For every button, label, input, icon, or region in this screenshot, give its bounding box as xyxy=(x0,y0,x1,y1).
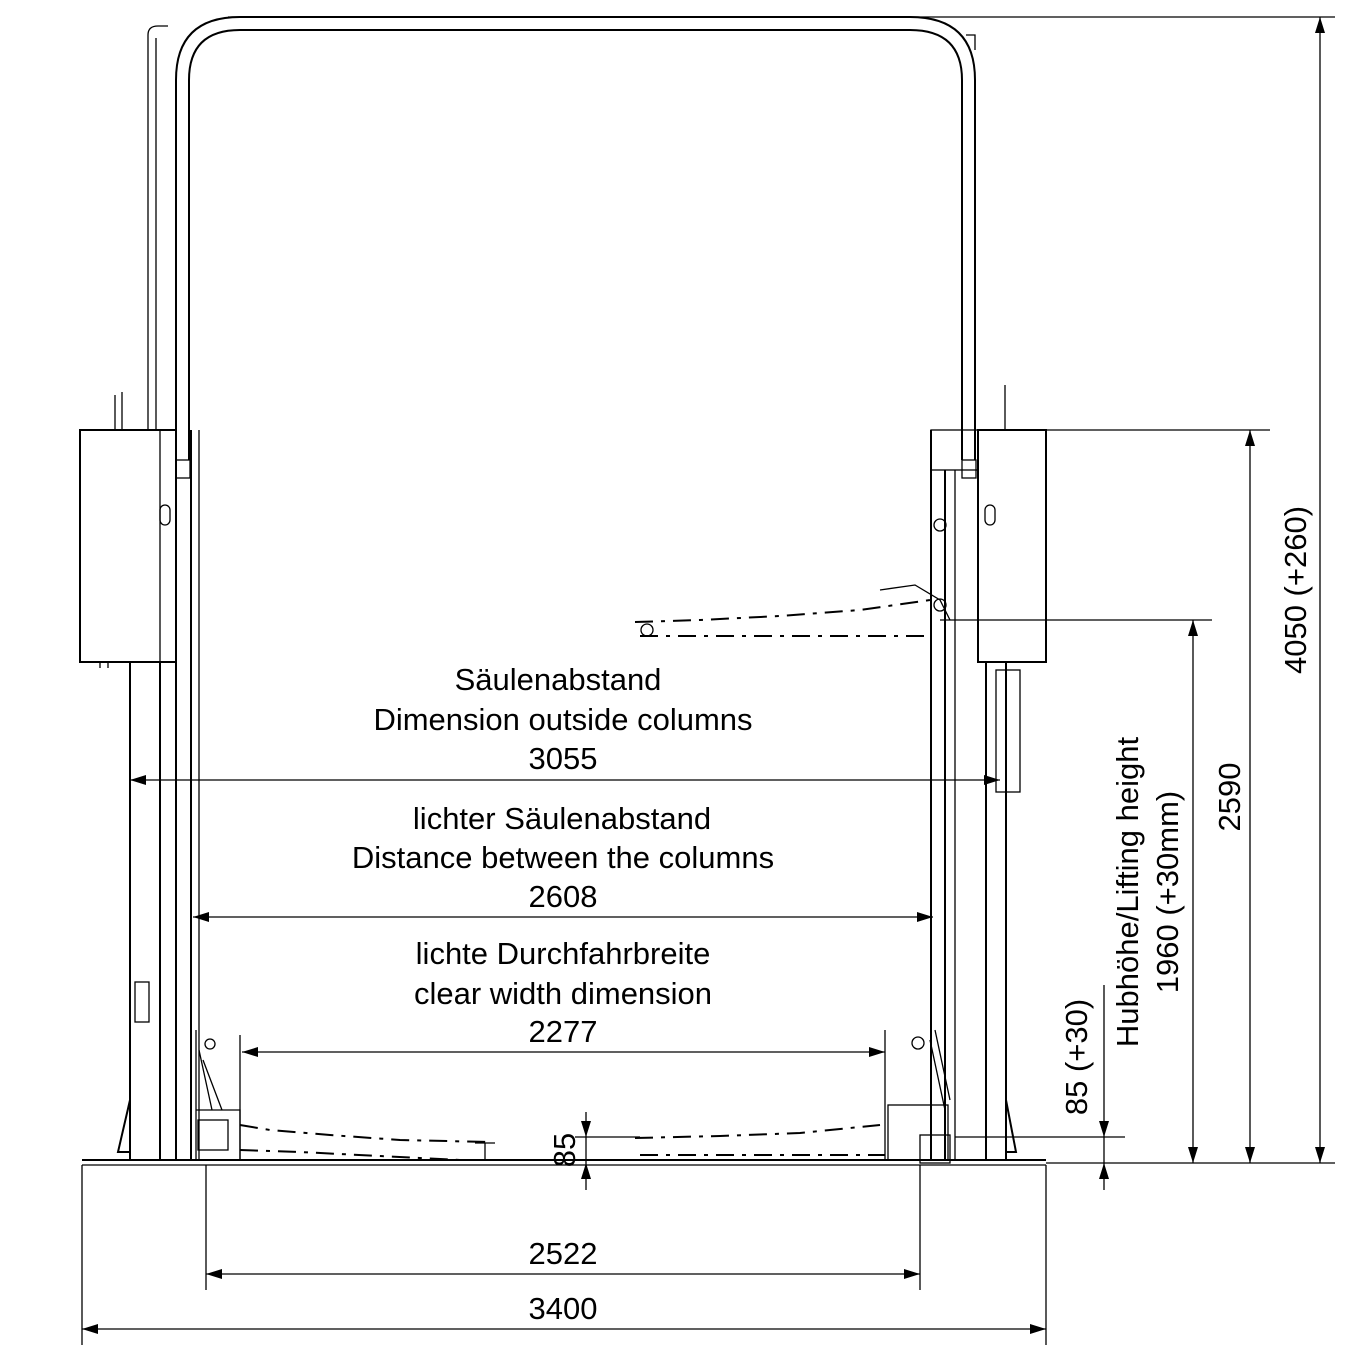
left-column xyxy=(79,392,1046,1166)
column-spacing-en-label: Dimension outside columns xyxy=(373,702,752,737)
clear-drive-width-de-label: lichte Durchfahrbreite xyxy=(416,936,711,971)
clear-drive-width-value: 2277 xyxy=(529,1014,598,1049)
lifting-height-label: Hubhöhe/Lifting height xyxy=(1110,736,1145,1047)
clear-column-spacing-de-label: lichter Säulenabstand xyxy=(413,801,711,836)
overhead-gantry xyxy=(147,16,1335,460)
vertical-dimensions xyxy=(575,17,1335,1190)
column-spacing-value: 3055 xyxy=(529,741,598,776)
dimension-labels: Säulenabstand Dimension outside columns … xyxy=(352,506,1313,1326)
carriage-height-value: 2590 xyxy=(1212,763,1247,832)
base-inner-width-value: 2522 xyxy=(529,1236,598,1271)
base-outer-width-value: 3400 xyxy=(529,1291,598,1326)
clear-drive-width-en-label: clear width dimension xyxy=(414,976,712,1011)
arm-height-value: 85 xyxy=(547,1133,582,1167)
total-height-value: 4050 (+260) xyxy=(1278,506,1313,674)
clear-column-spacing-value: 2608 xyxy=(529,879,598,914)
column-spacing-de-label: Säulenabstand xyxy=(455,662,662,697)
arm-height-lifted-value: 85 (+30) xyxy=(1059,999,1094,1115)
horizontal-dimensions xyxy=(81,775,1047,1345)
clear-column-spacing-en-label: Distance between the columns xyxy=(352,840,774,875)
right-column xyxy=(634,385,1047,1164)
lifting-height-value: 1960 (+30mm) xyxy=(1150,791,1185,993)
